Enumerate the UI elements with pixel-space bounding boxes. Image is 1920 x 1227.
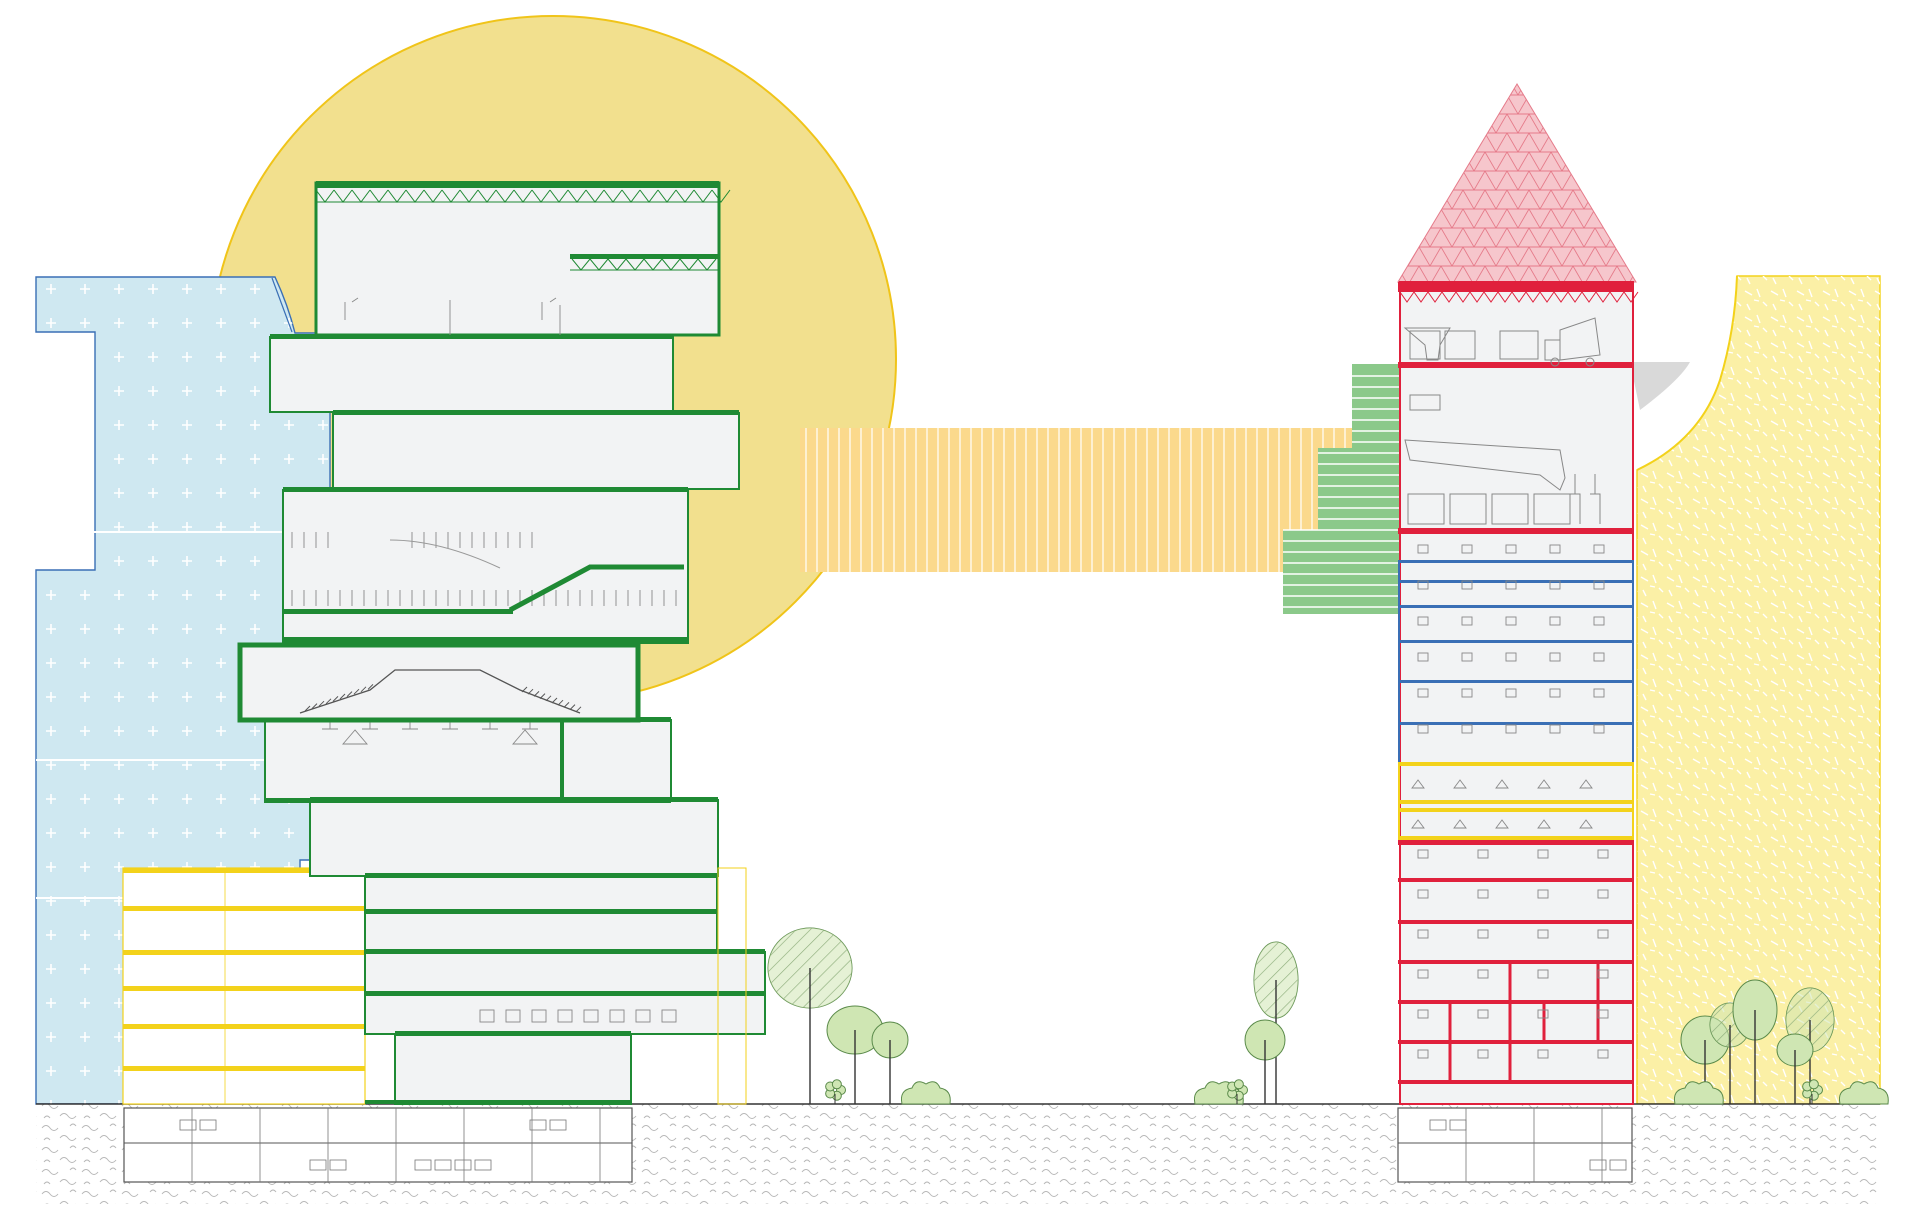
yellow-outline [717,867,747,1105]
tower-slab [1398,836,1634,840]
tower-slab [1398,362,1634,368]
tower-slab [1398,560,1634,563]
car [1449,1119,1467,1131]
shrub [1839,1081,1889,1105]
tower-slab [1398,808,1634,812]
tower-slab [1398,640,1634,643]
tower-slab [1398,840,1634,845]
car [309,1159,327,1171]
shrub [1674,1081,1724,1105]
green-box [269,336,674,413]
tower-slab [1398,680,1634,683]
green-box [394,1033,632,1105]
green-box [364,951,766,995]
green-terraced-tower [237,181,766,1105]
red-blue-tower [1398,281,1639,1105]
tower-slab [1398,605,1634,608]
tower-slab [1398,722,1634,725]
car [1429,1119,1447,1131]
tower-slab [1398,920,1634,924]
tree [1253,941,1299,1104]
tree [1776,1033,1814,1104]
tower-slab [1398,1000,1634,1004]
tower-slab [1398,1040,1634,1044]
green-box [264,719,672,803]
pyramid-roof [1397,83,1637,283]
green-box [364,911,718,953]
grey-backdrop [1630,362,1690,410]
car [549,1119,567,1131]
car [474,1159,492,1171]
tower-slab [1398,1080,1634,1084]
flower [1227,1079,1248,1104]
tower-slab [1398,800,1634,804]
flower [1802,1079,1823,1104]
car [179,1119,197,1131]
car [1609,1159,1627,1171]
green-box [364,875,718,913]
tree [1244,1019,1286,1104]
stepped-green-terrace [1283,364,1400,614]
bridge [800,428,1360,572]
car [454,1159,472,1171]
yellow-low-block [122,867,366,1105]
yellow-curved-mass [1636,275,1881,1105]
tower-slab [1398,282,1634,292]
car [414,1159,432,1171]
tree [826,1005,884,1104]
green-box [332,412,740,490]
green-box [309,799,719,877]
tower-slab [1398,762,1634,766]
trees [767,927,1889,1105]
shrub [901,1081,951,1105]
tower-slab [1398,878,1634,882]
green-box [364,993,766,1035]
car [199,1119,217,1131]
tree [767,927,853,1104]
car [329,1159,347,1171]
tree [871,1021,909,1104]
tower-slab [1398,960,1634,964]
tower-slab [1398,528,1634,534]
tree [1732,979,1778,1104]
car [434,1159,452,1171]
underground-parking [123,1107,1633,1183]
car [1589,1159,1607,1171]
flower [825,1079,846,1104]
car [529,1119,547,1131]
